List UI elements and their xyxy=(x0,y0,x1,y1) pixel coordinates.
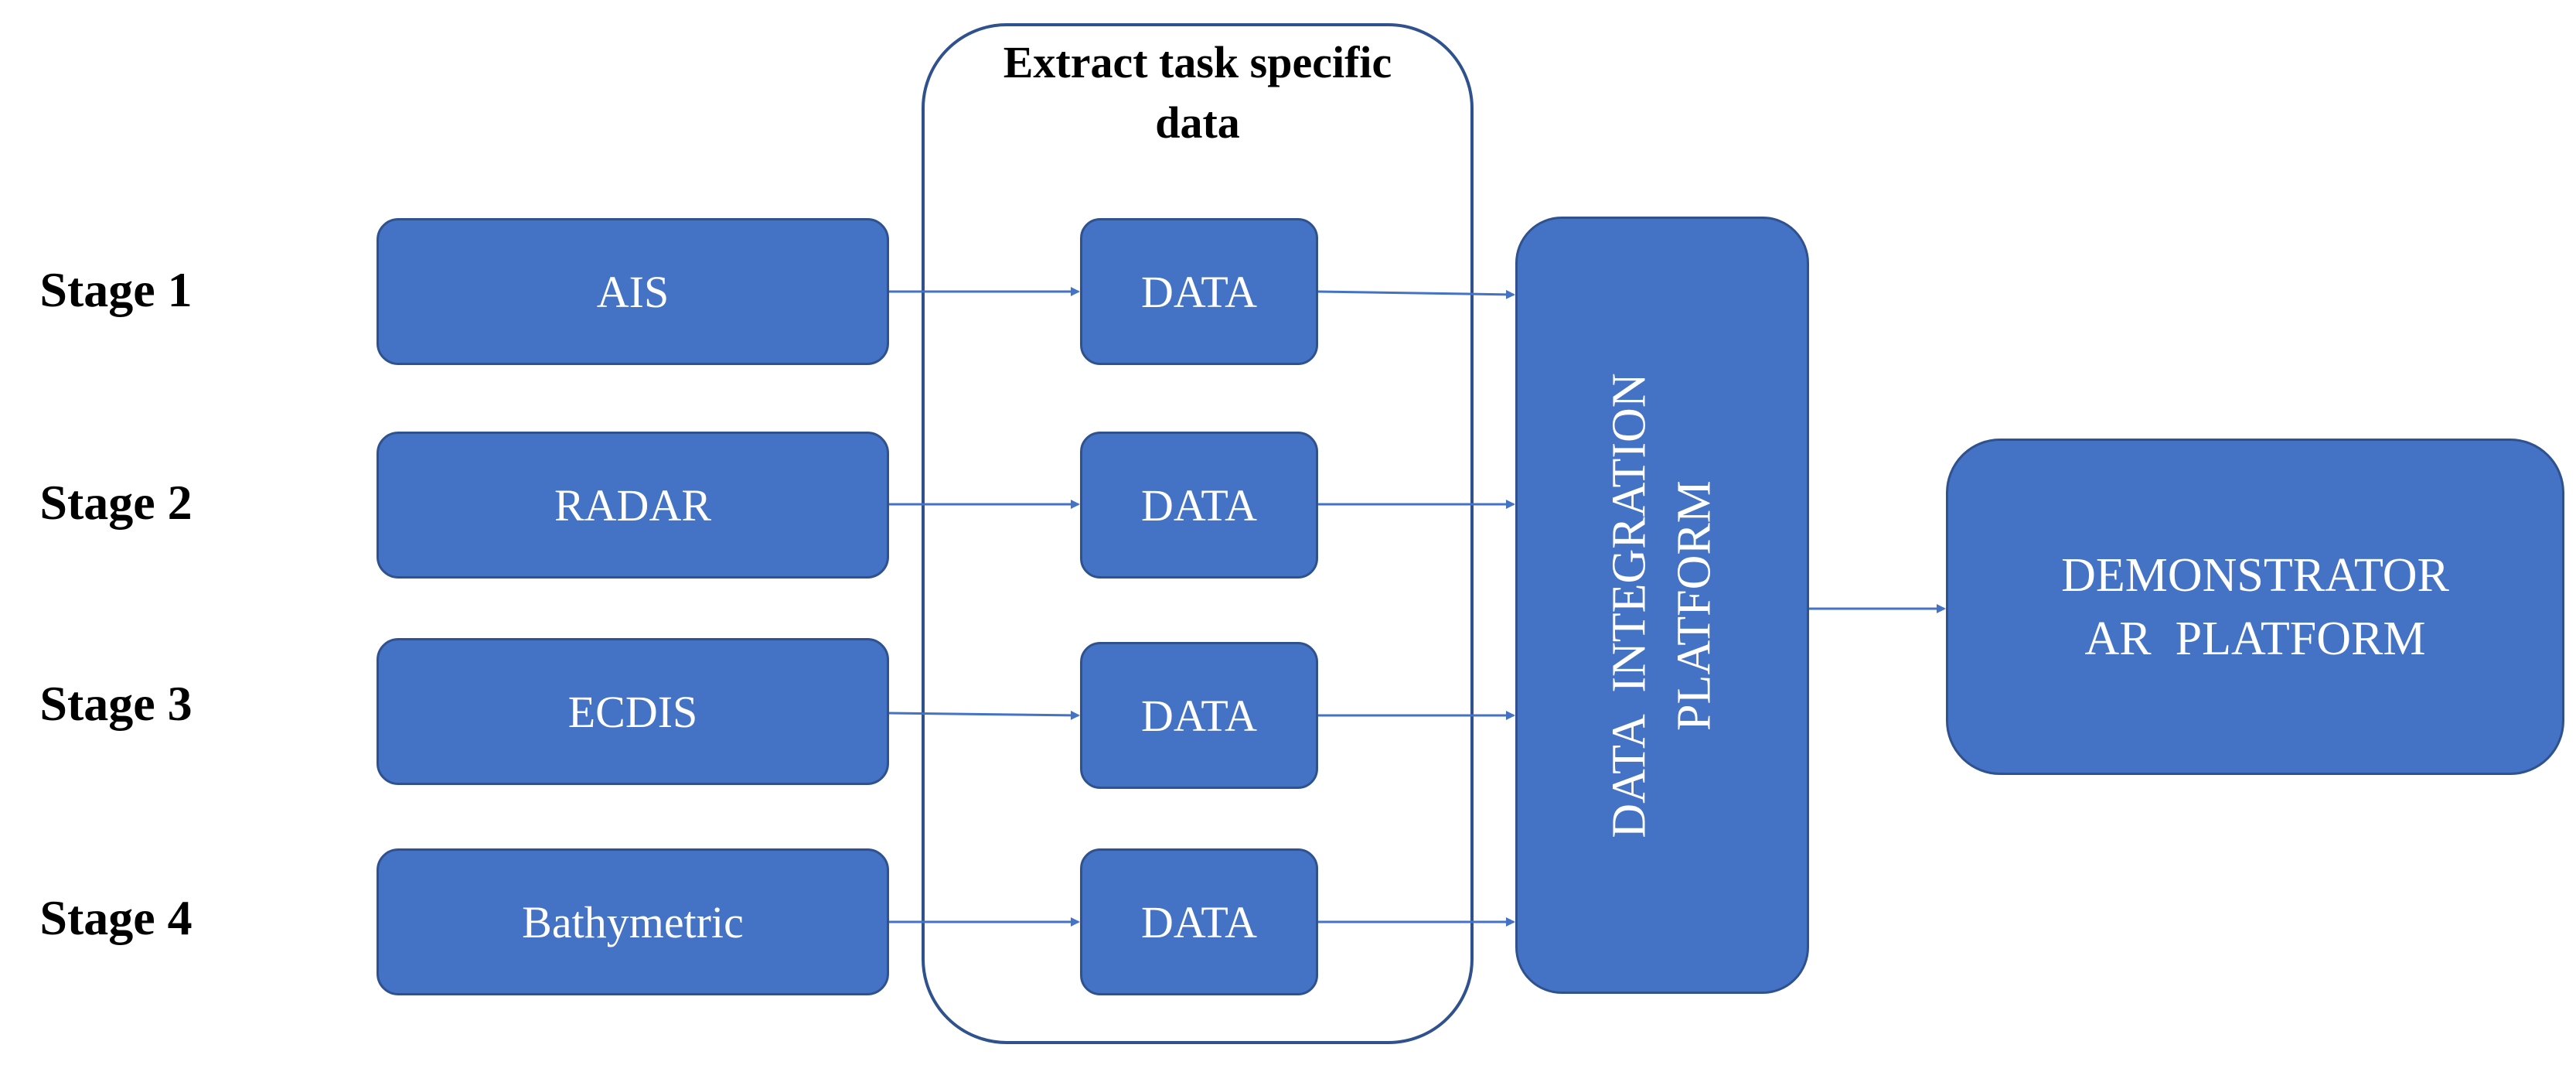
extract-title-line-1: Extract task specific xyxy=(1003,37,1392,87)
extract-title-line-2: data xyxy=(1155,97,1240,148)
demonstrator-label-line-2: AR PLATFORM xyxy=(2084,612,2426,665)
integration-label-line-1: DATA INTEGRATION xyxy=(1603,372,1657,838)
integration-label-line-2: PLATFORM xyxy=(1668,480,1722,731)
source-box-radar: RADAR xyxy=(377,432,889,579)
source-box-ais: AIS xyxy=(377,218,889,365)
stage-2-label: Stage 2 xyxy=(39,475,193,530)
demonstrator-ar-platform-box: DEMONSTRATOR AR PLATFORM xyxy=(1946,439,2564,775)
source-box-bathymetric: Bathymetric xyxy=(377,848,889,995)
source-box-ecdis: ECDIS xyxy=(377,638,889,785)
data-integration-platform-label: DATA INTEGRATION PLATFORM xyxy=(1597,373,1727,838)
data-box-stage-1: DATA xyxy=(1080,218,1318,365)
stage-3-label: Stage 3 xyxy=(39,676,193,731)
stage-1-label: Stage 1 xyxy=(39,262,193,317)
data-box-stage-2: DATA xyxy=(1080,432,1318,579)
data-box-stage-3: DATA xyxy=(1080,642,1318,789)
extract-group-title: Extract task specific data xyxy=(922,32,1474,153)
demonstrator-label-line-1: DEMONSTRATOR xyxy=(2061,548,2449,602)
data-integration-platform-box: DATA INTEGRATION PLATFORM xyxy=(1515,217,1809,994)
stage-4-label: Stage 4 xyxy=(39,890,193,945)
extract-group-frame xyxy=(922,23,1474,1044)
data-box-stage-4: DATA xyxy=(1080,848,1318,995)
